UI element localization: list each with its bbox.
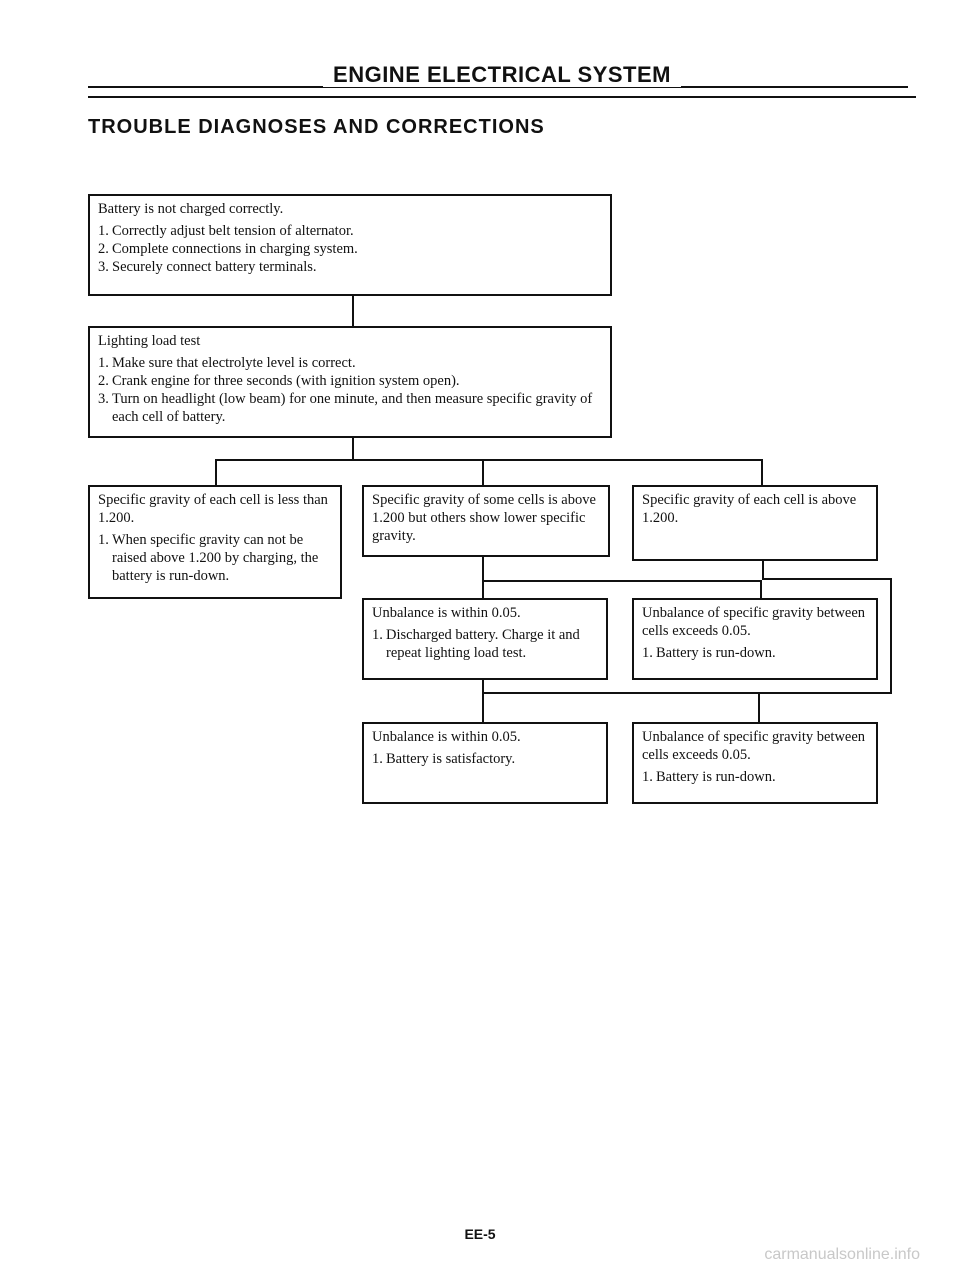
box-heading: Specific gravity of some cells is above … (372, 492, 596, 544)
section-title: TROUBLE DIAGNOSES AND CORRECTIONS (88, 116, 545, 138)
box-heading: Unbalance of specific gravity between ce… (642, 605, 866, 639)
unbalance-within-box-2: Unbalance is within 0.05. 1.Battery is s… (362, 722, 608, 804)
step-item: 1.Battery is run-down. (642, 645, 776, 661)
step-item: 2.Complete connections in charging syste… (98, 241, 358, 257)
step-item: 1.Battery is run-down. (642, 769, 776, 785)
connector (352, 296, 354, 326)
connector (482, 680, 484, 722)
gravity-less-box: Specific gravity of each cell is less th… (88, 485, 342, 599)
box-heading: Specific gravity of each cell is less th… (98, 492, 328, 526)
box-heading: Unbalance of specific gravity between ce… (642, 729, 866, 763)
step-item: 1.Correctly adjust belt tension of alter… (98, 223, 354, 239)
step-item: 1.When specific gravity can not be raise… (98, 532, 319, 584)
step-item: 1.Make sure that electrolyte level is co… (98, 355, 356, 371)
box-heading: Unbalance is within 0.05. (372, 605, 521, 621)
gravity-some-box: Specific gravity of some cells is above … (362, 485, 610, 557)
connector (352, 438, 354, 460)
step-list: 1.Battery is satisfactory. (372, 750, 598, 768)
watermark: carmanualsonline.info (764, 1246, 920, 1263)
header-rule-top (88, 86, 908, 88)
connector (482, 556, 484, 598)
connector (760, 580, 762, 598)
connector (215, 459, 763, 461)
step-item: 1.Discharged battery. Charge it and repe… (372, 627, 580, 661)
gravity-above-box: Specific gravity of each cell is above 1… (632, 485, 878, 561)
step-list: 1.Correctly adjust belt tension of alter… (98, 222, 602, 276)
connector (762, 560, 764, 580)
box-heading: Battery is not charged correctly. (98, 201, 284, 217)
step-item: 2.Crank engine for three seconds (with i… (98, 373, 460, 389)
header-rule-bottom (88, 96, 916, 98)
box-heading: Specific gravity of each cell is above 1… (642, 492, 857, 526)
unbalance-within-box-1: Unbalance is within 0.05. 1.Discharged b… (362, 598, 608, 680)
step-list: 1.Make sure that electrolyte level is co… (98, 354, 602, 426)
box-heading: Lighting load test (98, 333, 201, 349)
connector (761, 459, 763, 485)
step-item: 3.Turn on headlight (low beam) for one m… (98, 391, 593, 425)
connector (482, 580, 762, 582)
step-list: 1.Battery is run-down. (642, 644, 868, 662)
battery-not-charged-box: Battery is not charged correctly. 1.Corr… (88, 194, 612, 296)
page-number: EE-5 (464, 1226, 496, 1242)
unbalance-exceeds-box-2: Unbalance of specific gravity between ce… (632, 722, 878, 804)
step-list: 1.Battery is run-down. (642, 768, 868, 786)
connector (482, 459, 484, 485)
step-list: 1.When specific gravity can not be raise… (98, 531, 332, 585)
header-title: ENGINE ELECTRICAL SYSTEM (88, 62, 916, 88)
connector (758, 692, 760, 722)
box-heading: Unbalance is within 0.05. (372, 729, 521, 745)
lighting-load-test-box: Lighting load test 1.Make sure that elec… (88, 326, 612, 438)
connector (890, 578, 892, 694)
step-list: 1.Discharged battery. Charge it and repe… (372, 626, 598, 662)
step-item: 1.Battery is satisfactory. (372, 751, 516, 767)
unbalance-exceeds-box-1: Unbalance of specific gravity between ce… (632, 598, 878, 680)
connector (762, 578, 892, 580)
page-header: ENGINE ELECTRICAL SYSTEM (88, 60, 916, 100)
step-item: 3.Securely connect battery terminals. (98, 259, 317, 275)
connector (215, 459, 217, 485)
connector (482, 692, 892, 694)
